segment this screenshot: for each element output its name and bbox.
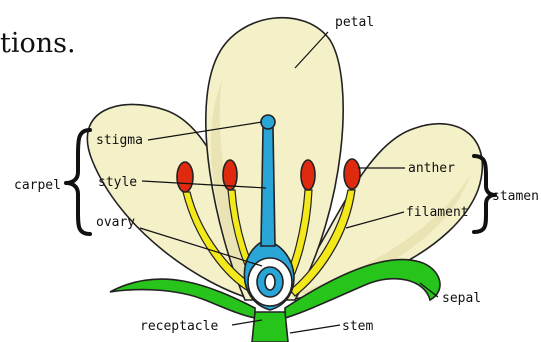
stigma [261,115,275,129]
label-carpel: carpel [14,178,61,193]
label-stamen: stamen [492,189,539,204]
anther-1 [177,162,193,192]
label-receptacle: receptacle [140,319,218,334]
carpel-brace [66,130,90,234]
label-filament: filament [406,205,469,220]
ovule [265,274,275,290]
label-stigma: stigma [96,133,143,148]
label-sepal: sepal [442,291,481,306]
anther-3 [301,160,315,190]
label-style: style [98,175,137,190]
style [261,128,275,246]
label-stem: stem [342,319,373,334]
anther-4 [344,159,360,189]
body-text-fragment: tions. [0,28,76,59]
stem [252,312,288,342]
label-anther: anther [408,161,455,176]
label-ovary: ovary [96,215,135,230]
label-petal: petal [335,15,374,30]
